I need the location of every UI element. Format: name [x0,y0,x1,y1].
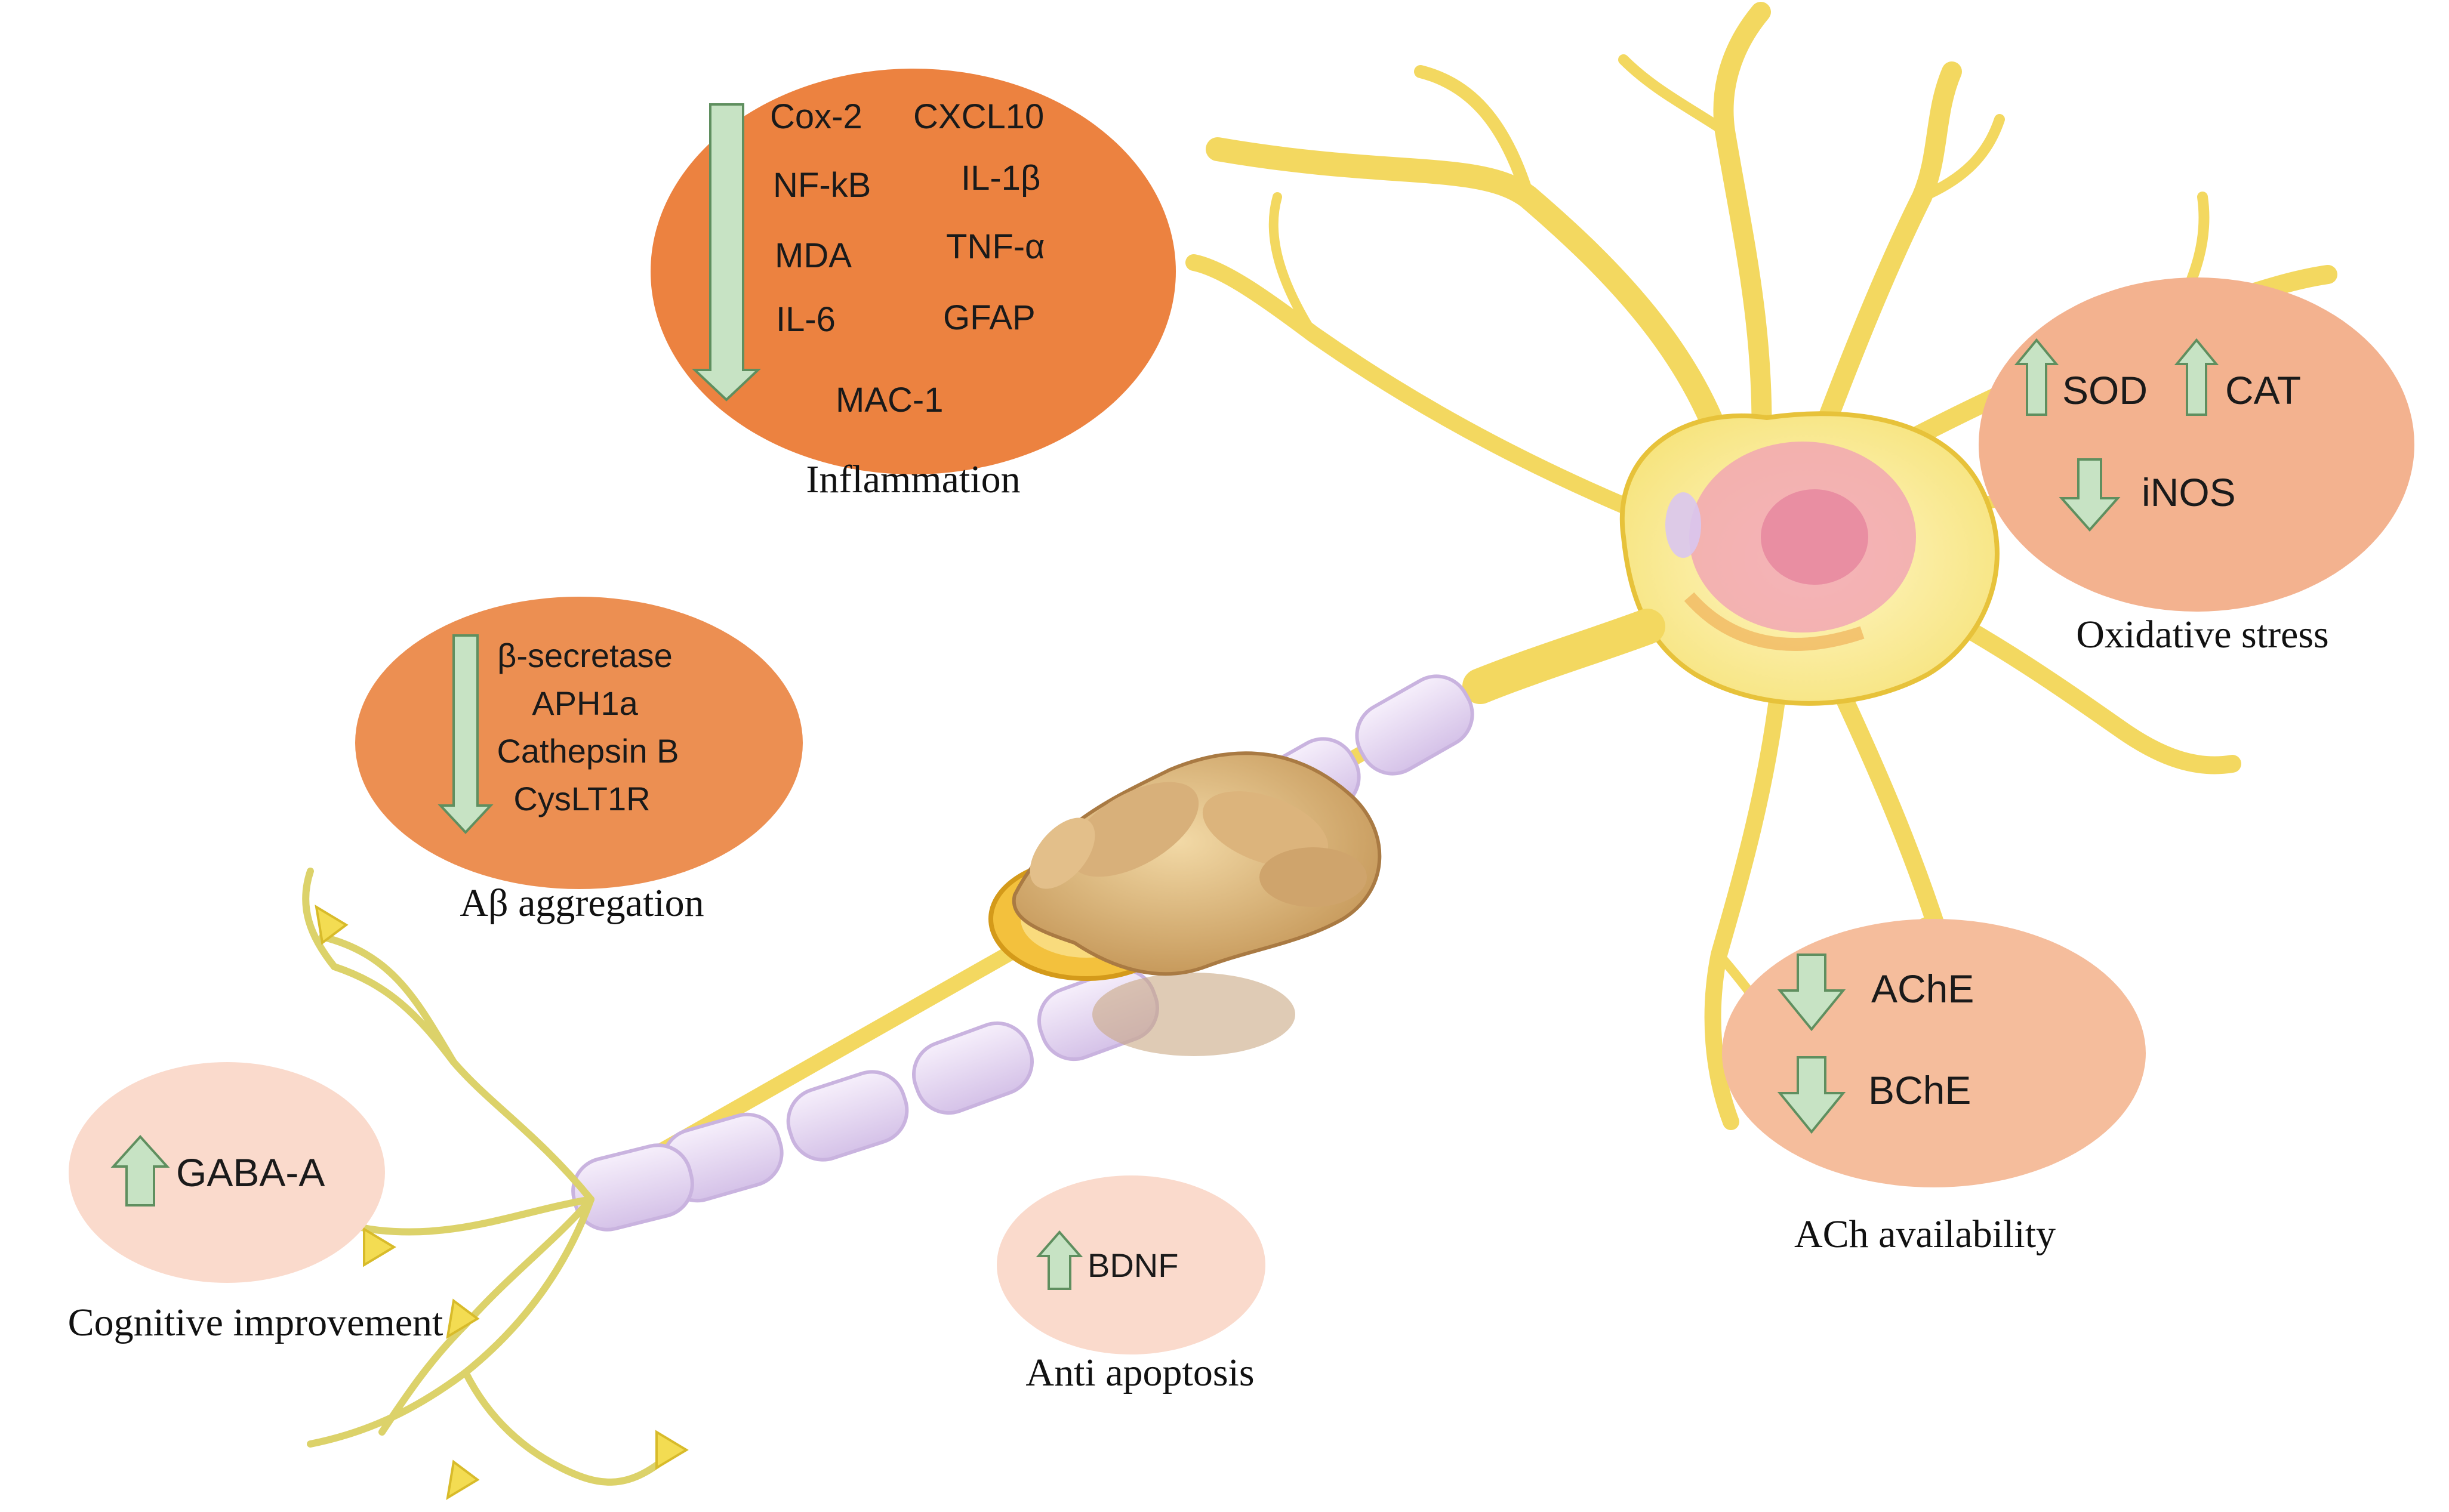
abeta-marker: CysLT1R [513,780,650,817]
cognitive-group: GABA-A Cognitive improvement [68,1062,443,1344]
abeta-marker: Cathepsin B [497,732,679,770]
axon-hillock [1462,609,1665,704]
down-arrow-icon [2059,458,2121,532]
apoptosis-caption: Anti apoptosis [1025,1351,1254,1394]
inflammation-marker: MDA [775,236,852,275]
apoptosis-group: BDNF Anti apoptosis [997,1175,1265,1394]
inflammation-marker: CXCL10 [913,97,1044,136]
inflammation-caption: Inflammation [806,458,1020,501]
neuron-er-organelle [1684,592,1865,651]
inflammation-group: Cox-2 CXCL10 NF-kB IL-1β MDA TNF-α IL-6 … [651,69,1176,501]
oxidative-up-marker: CAT [2225,368,2301,412]
cognitive-up-marker: GABA-A [176,1150,325,1195]
down-arrow-icon [1777,1056,1846,1134]
apoptosis-bubble [997,1175,1265,1354]
oxidative-bubble [1979,277,2414,612]
down-arrow-icon [438,634,494,834]
apoptosis-up-marker: BDNF [1088,1246,1178,1284]
inflammation-marker: TNF-α [946,227,1045,266]
abeta-caption: Aβ aggregation [460,881,704,925]
ach-caption: ACh availability [1794,1212,2056,1256]
synaptic-boutons [315,905,689,1500]
abeta-group: β-secretase APH1a Cathepsin B CysLT1R Aβ… [355,597,803,925]
cognitive-caption: Cognitive improvement [68,1301,443,1344]
down-arrow-icon [1777,954,1846,1032]
oxidative-caption: Oxidative stress [2076,613,2328,656]
inflammation-marker: MAC-1 [836,381,943,419]
up-arrow-icon [1036,1230,1083,1290]
up-arrow-icon [110,1135,170,1206]
inflammation-marker: IL-6 [776,300,836,339]
neuron-mitochondrion [1665,492,1701,558]
down-arrow-icon [691,103,762,402]
ginger-root-image [988,751,1382,1056]
inflammation-marker: NF-kB [773,166,871,205]
abeta-marker: β-secretase [497,637,673,674]
inflammation-marker: GFAP [943,298,1036,337]
up-arrow-icon [2174,338,2219,416]
cognitive-bubble [69,1062,385,1283]
oxidative-up-marker: SOD [2062,368,2148,412]
inflammation-bubble [651,69,1176,474]
oxidative-down-marker: iNOS [2142,470,2236,514]
ach-bubble [1722,919,2146,1187]
inflammation-marker: Cox-2 [770,97,862,136]
up-arrow-icon [2014,338,2059,416]
ach-down-marker: BChE [1868,1068,1971,1112]
neuron-nucleolus [1761,489,1868,585]
ach-group: AChE BChE ACh availability [1722,919,2146,1256]
oxidative-group: SOD CAT iNOS Oxidative stress [1979,277,2414,656]
abeta-marker: APH1a [532,684,638,722]
inflammation-marker: IL-1β [961,159,1040,198]
ach-down-marker: AChE [1871,967,1974,1011]
